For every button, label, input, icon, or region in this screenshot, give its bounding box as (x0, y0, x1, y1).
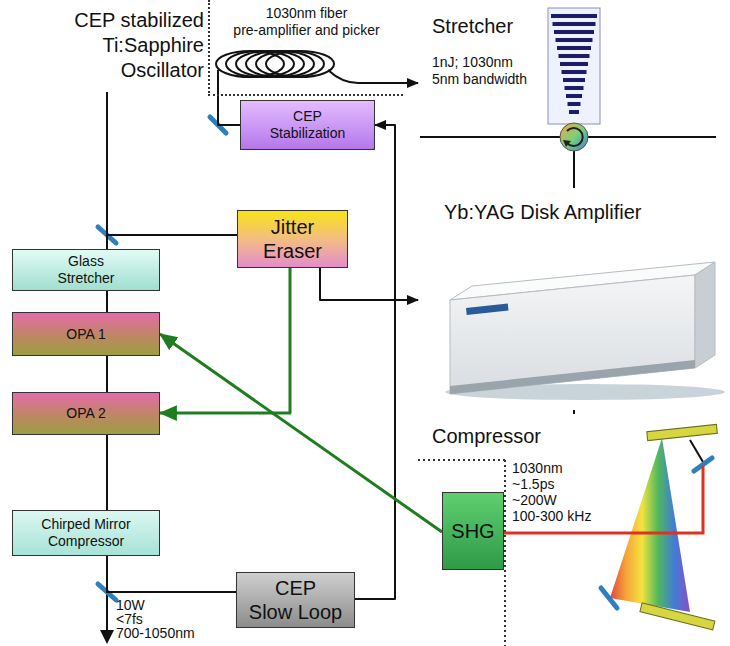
fiber-coil (216, 51, 334, 77)
chirped-grating (548, 8, 600, 124)
beam-connector (106, 356, 108, 392)
stretcher-panel: Stretcher 1nJ; 1030nm 5nm bandwidth (418, 0, 730, 185)
text-line: Eraser (263, 239, 322, 263)
text-line: 1nJ; 1030nm (432, 54, 552, 71)
amplifier-panel: Yb:YAG Disk Amplifier (418, 188, 730, 410)
text-holder: 1nJ; 1030nm 5nm bandwidth (432, 54, 552, 88)
text-holder: CEP stabilized Ti:Sapphire Oscillator (56, 8, 204, 83)
text-line: CEP (270, 108, 346, 125)
beam-connector (218, 96, 240, 125)
panel-title: CEP stabilized Ti:Sapphire Oscillator (56, 8, 204, 83)
control-box: CEP Slow Loop (236, 572, 355, 628)
panel-title: Compressor (432, 424, 632, 449)
text-line: CEP stabilized (56, 8, 204, 33)
text-line: Stretcher (58, 270, 115, 287)
output-spec: 10W <7fs 700-1050nm (116, 598, 226, 640)
text-holder: 1030nm ~1.5ps ~200W 100-300 kHz (512, 460, 622, 524)
text-line: CEP (249, 576, 342, 600)
text-line: Chirped Mirror (41, 516, 130, 533)
box-label: OPA 2 (66, 405, 105, 422)
text-line: 1030nm fiber (210, 5, 403, 22)
text-holder: Yb:YAG Disk Amplifier (444, 200, 724, 225)
text-line: Glass (58, 253, 115, 270)
beam-connector (107, 185, 237, 235)
part-label: 1030nm fiber pre-amplifier and picker (210, 5, 403, 39)
text-line: Stabilization (270, 125, 346, 142)
opa-panel: 10W <7fs 700-1050nm Jitter EraserGlass St… (0, 188, 415, 646)
box-label: Glass Stretcher (58, 253, 115, 287)
pump-beam (160, 268, 290, 413)
process-box: SHG (442, 492, 504, 570)
text-line: Oscillator (56, 58, 204, 83)
process-box: Glass Stretcher (12, 249, 160, 291)
beam-connector (573, 185, 575, 188)
box-label: Jitter Eraser (263, 215, 322, 263)
text-line: 700-1050nm (116, 626, 226, 640)
beam-connector (320, 268, 418, 300)
grating-compressor (504, 424, 717, 629)
text-line: Compressor (432, 424, 632, 449)
text-line: OPA 1 (66, 326, 105, 343)
amplifier-box: OPA 2 (12, 392, 160, 435)
panel-title: Stretcher (432, 14, 632, 39)
beam-line (107, 70, 716, 632)
text-line: 10W (116, 598, 226, 612)
text-line: ~1.5ps (512, 476, 622, 492)
process-box: Chirped Mirror Compressor (12, 510, 160, 556)
text-holder: 1030nm fiber pre-amplifier and picker (210, 5, 403, 39)
box-label: Chirped Mirror Compressor (41, 516, 130, 550)
compressor-panel: Compressor 1030nm ~1.5ps ~200W 100-300 kH… (418, 414, 730, 646)
beam-connector (106, 185, 108, 249)
box-label: CEP Slow Loop (249, 576, 342, 624)
pump-beam (160, 334, 442, 532)
text-line: Compressor (41, 533, 130, 550)
spec-text: 1030nm ~1.5ps ~200W 100-300 kHz (512, 460, 622, 524)
control-box: CEP Stabilization (240, 100, 375, 150)
circulator (560, 123, 588, 151)
source-panel: CEP stabilized Ti:Sapphire Oscillator103… (0, 0, 415, 185)
text-line: <7fs (116, 612, 226, 626)
text-line: SHG (451, 519, 494, 543)
beam-connector (107, 556, 236, 592)
box-label: CEP Stabilization (270, 108, 346, 142)
text-line: pre-amplifier and picker (210, 22, 403, 39)
text-line: ~200W (512, 492, 622, 508)
beam-connector (573, 410, 575, 414)
beam-connector (106, 435, 108, 510)
amplifier-box: OPA 1 (12, 312, 160, 356)
text-line: Jitter (263, 215, 322, 239)
panel-title: Yb:YAG Disk Amplifier (444, 200, 724, 225)
text-line: Slow Loop (249, 600, 342, 624)
fiber-region: 1030nm fiber pre-amplifier and picker (208, 0, 403, 96)
text-line: 100-300 kHz (512, 508, 622, 524)
beam-connector (106, 291, 108, 312)
text-line: Yb:YAG Disk Amplifier (444, 200, 724, 225)
text-line: Ti:Sapphire (56, 33, 204, 58)
spec-text: 1nJ; 1030nm 5nm bandwidth (432, 54, 552, 88)
text-holder: Stretcher (432, 14, 632, 39)
dotted-boundary (418, 460, 505, 646)
amplifier-device (445, 262, 725, 400)
text-line: OPA 2 (66, 405, 105, 422)
beam-connector (403, 82, 418, 84)
output-arrowhead (100, 630, 114, 644)
text-line: 5nm bandwidth (432, 71, 552, 88)
beam-connector (355, 125, 395, 599)
text-line: Stretcher (432, 14, 632, 39)
process-box: Jitter Eraser (237, 210, 348, 268)
box-label: OPA 1 (66, 326, 105, 343)
box-label: SHG (451, 519, 494, 543)
text-line: 1030nm (512, 460, 622, 476)
text-holder: 10W <7fs 700-1050nm (116, 598, 226, 640)
text-holder: Compressor (432, 424, 632, 449)
